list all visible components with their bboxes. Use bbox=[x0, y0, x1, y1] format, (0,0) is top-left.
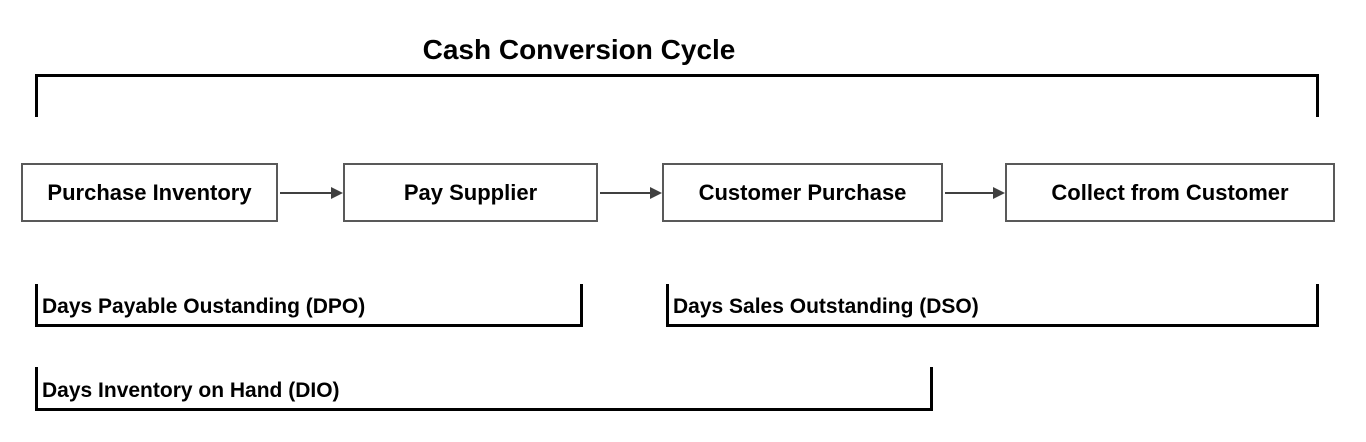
bracket-label-dso: Days Sales Outstanding (DSO) bbox=[673, 295, 979, 318]
arrow-line bbox=[945, 192, 996, 194]
bracket-days-inventory-on-hand: Days Inventory on Hand (DIO) bbox=[35, 367, 933, 411]
flow-arrow bbox=[945, 187, 1005, 199]
arrow-right-icon bbox=[993, 187, 1005, 199]
bracket-label-dio: Days Inventory on Hand (DIO) bbox=[42, 379, 340, 402]
flow-arrow bbox=[600, 187, 662, 199]
flow-arrow bbox=[280, 187, 343, 199]
flow-box-label: Customer Purchase bbox=[698, 179, 907, 205]
flow-box-label: Collect from Customer bbox=[1051, 179, 1289, 205]
bracket-days-payable-outstanding: Days Payable Oustanding (DPO) bbox=[35, 284, 583, 327]
flow-box-label: Pay Supplier bbox=[403, 179, 538, 205]
cash-conversion-cycle-span-bracket bbox=[35, 74, 1319, 117]
bracket-label-dpo: Days Payable Oustanding (DPO) bbox=[42, 295, 366, 318]
flow-box-customer-purchase: Customer Purchase bbox=[662, 163, 943, 222]
flow-box-collect-from-customer: Collect from Customer bbox=[1005, 163, 1335, 222]
flow-box-pay-supplier: Pay Supplier bbox=[343, 163, 598, 222]
arrow-line bbox=[600, 192, 653, 194]
arrow-right-icon bbox=[331, 187, 343, 199]
diagram-title: Cash Conversion Cycle bbox=[422, 34, 736, 65]
bracket-days-sales-outstanding: Days Sales Outstanding (DSO) bbox=[666, 284, 1319, 327]
flow-box-label: Purchase Inventory bbox=[47, 179, 252, 205]
flow-box-purchase-inventory: Purchase Inventory bbox=[21, 163, 278, 222]
arrow-right-icon bbox=[650, 187, 662, 199]
arrow-line bbox=[280, 192, 334, 194]
